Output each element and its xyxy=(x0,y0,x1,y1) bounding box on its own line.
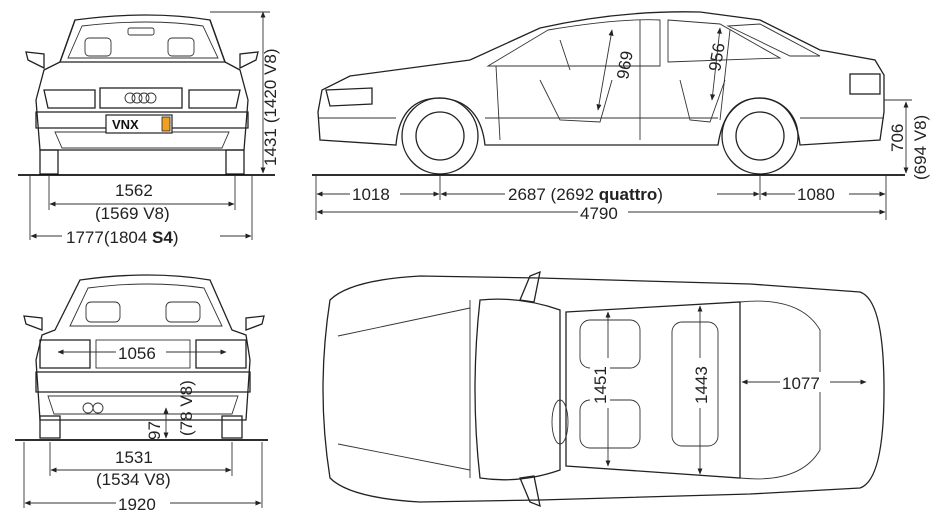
rear-height-v8-label: (694 V8) xyxy=(911,115,930,180)
rear-track-v8-label: (1534 V8) xyxy=(96,470,171,489)
rear-height-label: 706 xyxy=(888,124,907,152)
rear-track-label: 1531 xyxy=(115,448,153,467)
clearance-label: 97 xyxy=(145,421,164,440)
rear-overhang-label: 1080 xyxy=(797,185,835,204)
front-overhang-label: 1018 xyxy=(352,185,390,204)
front-width-label: 1777(1804 S4) xyxy=(66,228,179,247)
trunk-width-label: 1077 xyxy=(782,374,820,393)
rear-shoulder-label: 1443 xyxy=(692,366,711,404)
wheelbase-label: 2687 (2692 quattro) xyxy=(508,185,663,204)
clearance-v8-label: (78 V8) xyxy=(177,380,196,436)
front-track-label: 1562 xyxy=(115,181,153,200)
top-view: 1451 1443 1077 xyxy=(322,270,885,508)
rear-inner-width-label: 1056 xyxy=(118,344,156,363)
front-view: VNX 1431(1420 V8) 1562 (1569 V8) 1777(18… xyxy=(18,11,280,247)
front-height-label: 1431(1420 V8) xyxy=(261,49,280,167)
front-headroom-label: 969 xyxy=(613,49,637,80)
length-label: 4790 xyxy=(580,204,618,223)
mirror-width-label: 1920 xyxy=(118,495,156,514)
side-view: 969 956 706 (694 V8) 1018 2687 (2692 qua… xyxy=(312,11,930,223)
rear-view: 1056 97 (78 V8) 1531 (1534 V8) 1920 xyxy=(15,274,268,514)
front-shoulder-label: 1451 xyxy=(591,366,610,404)
front-track-v8-label: (1569 V8) xyxy=(95,204,170,223)
rear-headroom-label: 956 xyxy=(705,41,729,72)
license-plate-text: VNX xyxy=(112,117,139,132)
